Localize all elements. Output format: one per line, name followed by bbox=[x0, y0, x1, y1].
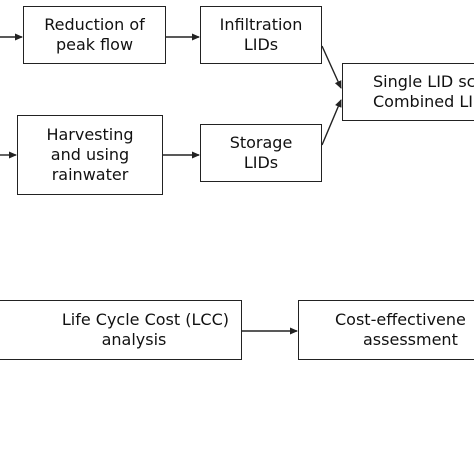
reduction-of-peak-flow-line-2: peak flow bbox=[55, 35, 134, 54]
infiltration-lids-box: Infiltration LIDs bbox=[200, 6, 322, 64]
reduction-of-peak-flow-line-1: Reduction of bbox=[44, 15, 145, 34]
reduction-of-peak-flow-box: Reduction of peak flow bbox=[23, 6, 166, 64]
single-combined-lid-line-2: Combined LID bbox=[373, 92, 474, 111]
cost-effectiveness-line-1: Cost-effectivene bbox=[335, 310, 466, 329]
storage-lids-line-2: LIDs bbox=[243, 153, 279, 172]
infiltration-lids-line-1: Infiltration bbox=[219, 15, 303, 34]
harvesting-rainwater-line-3: rainwater bbox=[51, 165, 129, 184]
infiltration-lids-line-2: LIDs bbox=[243, 35, 279, 54]
single-combined-lid-line-1: Single LID sc bbox=[373, 72, 474, 91]
storage-lids-box: Storage LIDs bbox=[200, 124, 322, 182]
life-cycle-cost-box: Life Cycle Cost (LCC) analysis bbox=[0, 300, 242, 360]
harvesting-rainwater-box: Harvesting and using rainwater bbox=[17, 115, 163, 195]
single-combined-lid-box: Single LID sc Combined LID bbox=[342, 63, 474, 121]
harvesting-rainwater-line-2: and using bbox=[50, 145, 130, 164]
cost-effectiveness-box: Cost-effectivene assessment bbox=[298, 300, 474, 360]
storage-lids-line-1: Storage bbox=[229, 133, 293, 152]
life-cycle-cost-line-1: Life Cycle Cost (LCC) bbox=[61, 310, 229, 329]
harvesting-rainwater-line-1: Harvesting bbox=[46, 125, 134, 144]
cost-effectiveness-line-2: assessment bbox=[363, 330, 458, 349]
arrow-storage-to-lid-scheme bbox=[321, 99, 342, 146]
arrow-infiltration-to-lid-scheme bbox=[321, 45, 342, 89]
life-cycle-cost-line-2: analysis bbox=[101, 330, 167, 349]
